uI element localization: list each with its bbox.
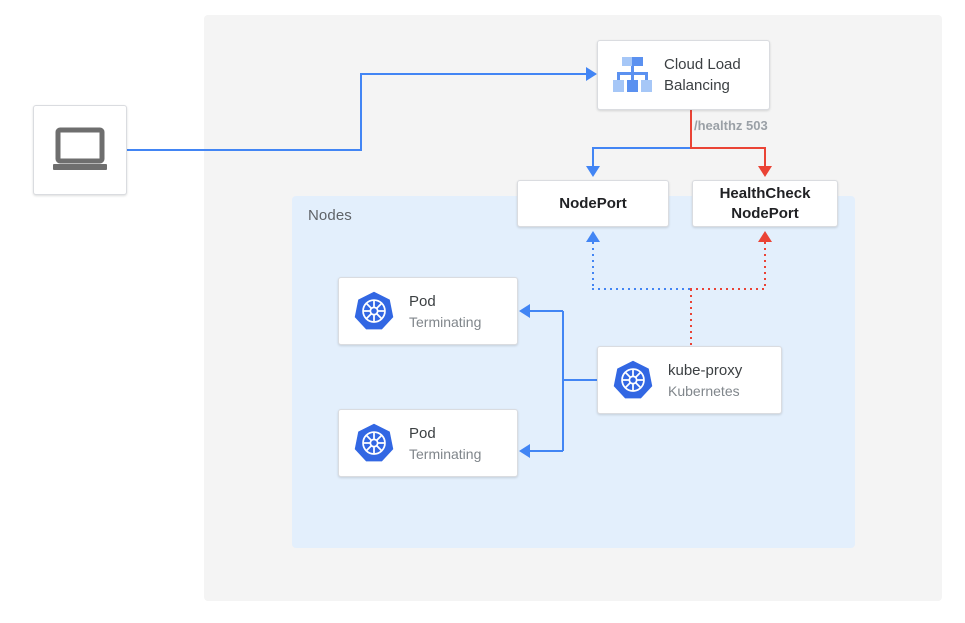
edge-kubeproxy-to-hc-dotted-horizontal [690,288,766,290]
kube-proxy-box[interactable]: kube-proxy Kubernetes [597,346,782,414]
nodeport-label: NodePort [559,194,627,212]
edge-lb-to-hc-horizontal [690,147,766,149]
healthcheck-nodeport-label-line1: HealthCheck [719,184,811,202]
edge-to-pod2-arrowhead [519,444,530,458]
healthcheck-nodeport-label-line2: NodePort [731,204,799,222]
edge-lb-to-hc-vertical [764,147,766,167]
cloud-load-balancing-box[interactable]: Cloud Load Balancing [597,40,770,110]
edge-kubeproxy-to-nodeport-arrowhead [586,231,600,242]
kubernetes-icon [354,291,394,330]
kube-proxy-subtitle: Kubernetes [668,382,740,399]
edge-client-to-lb-arrowhead [586,67,597,81]
pod-box-1[interactable]: Pod Terminating [338,277,518,345]
kubernetes-icon [613,360,653,399]
cloud-load-balancing-text: Cloud Load Balancing [664,54,741,96]
edge-to-pod1-arrowhead [519,304,530,318]
edge-lb-to-nodeport-vertical [592,147,594,167]
laptop-icon [53,127,107,170]
pod-1-text: Pod Terminating [409,291,481,332]
edge-lb-to-nodeport-horizontal [592,147,692,149]
edge-client-to-lb-horizontal-2 [360,73,588,75]
edge-kubeproxy-to-nodeport-dotted-horizontal [592,288,692,290]
edge-kubeproxy-to-pods-stem [562,379,598,381]
edge-to-pod2-horizontal [530,450,563,452]
client-device-box[interactable] [33,105,127,195]
edge-kubeproxy-to-hc-dotted-vertical [764,242,766,290]
edge-kubeproxy-to-nodeport-dotted-vertical [592,242,594,290]
healthz-edge-label: /healthz 503 [694,118,768,133]
pod-2-text: Pod Terminating [409,423,481,464]
pod-1-title: Pod [409,292,436,310]
cloud-load-balancing-title-line2: Balancing [664,77,730,94]
pod-2-title: Pod [409,424,436,442]
edge-kubeproxy-to-hc-arrowhead [758,231,772,242]
cloud-load-balancing-title-line1: Cloud Load [664,56,741,73]
healthcheck-nodeport-label: HealthCheck NodePort [720,184,811,224]
nodeport-box[interactable]: NodePort [517,180,669,227]
edge-kubeproxy-trunk-dotted [690,289,692,347]
kube-proxy-title: kube-proxy [668,361,743,379]
edge-client-to-lb-horizontal-1 [127,149,362,151]
kubernetes-icon [354,423,394,462]
nodes-panel-label: Nodes [308,207,352,224]
pod-1-status: Terminating [409,313,482,330]
pod-2-status: Terminating [409,445,482,462]
edge-kubeproxy-to-pods-spine [562,311,564,451]
edge-client-to-lb-vertical [360,73,362,151]
edge-to-pod1-horizontal [530,310,563,312]
edge-lb-to-hc-arrowhead [758,166,772,177]
kube-proxy-text: kube-proxy Kubernetes [668,360,742,401]
edge-lb-to-nodeport-arrowhead [586,166,600,177]
healthcheck-nodeport-box[interactable]: HealthCheck NodePort [692,180,838,227]
cloud-load-balancing-icon [613,57,652,92]
pod-box-2[interactable]: Pod Terminating [338,409,518,477]
edge-lb-trunk-vertical [690,110,692,148]
